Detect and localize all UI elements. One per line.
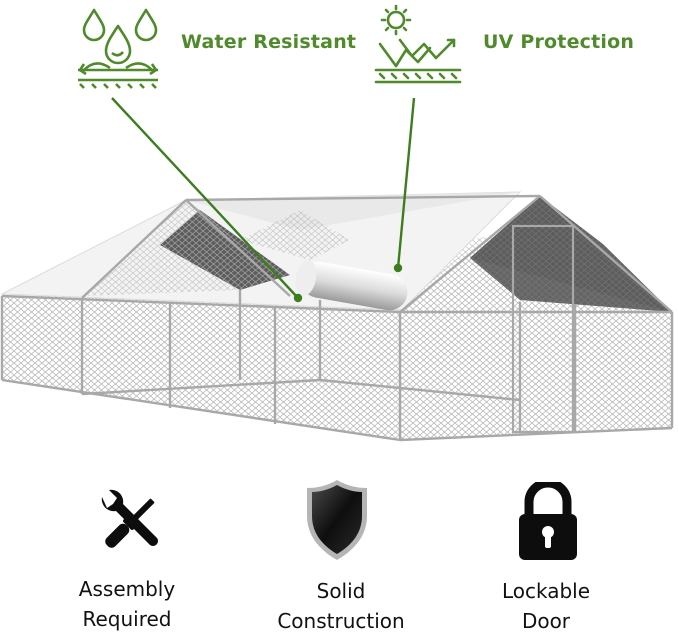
bottom-label-line1: Assembly — [78, 577, 176, 601]
door-frame — [511, 224, 575, 434]
frame-poles — [0, 194, 674, 442]
fabric-roll — [295, 260, 408, 311]
front-wall-mesh — [2, 296, 400, 440]
bottom-label-assembly: Assembly Required — [42, 574, 212, 634]
roof-far-slope — [186, 192, 520, 230]
shield-icon — [307, 480, 367, 560]
sun-uv-icon — [374, 4, 462, 84]
feature-label-uv-protection: UV Protection — [483, 31, 635, 53]
bottom-label-line2: Required — [82, 607, 172, 631]
bottom-label-solid-construction: Solid Construction — [256, 576, 426, 636]
water-drops-icon — [78, 8, 158, 89]
bottom-label-line2: Construction — [277, 609, 405, 633]
bottom-label-lockable-door: Lockable Door — [461, 576, 631, 636]
wrench-screwdriver-icon — [101, 489, 158, 548]
padlock-icon — [519, 482, 577, 560]
feature-label-water-resistant: Water Resistant — [181, 31, 357, 53]
bottom-label-line1: Lockable — [501, 579, 591, 603]
bottom-label-line2: Door — [521, 609, 571, 633]
leader-lines — [111, 97, 416, 303]
bottom-label-line1: Solid — [316, 579, 366, 603]
